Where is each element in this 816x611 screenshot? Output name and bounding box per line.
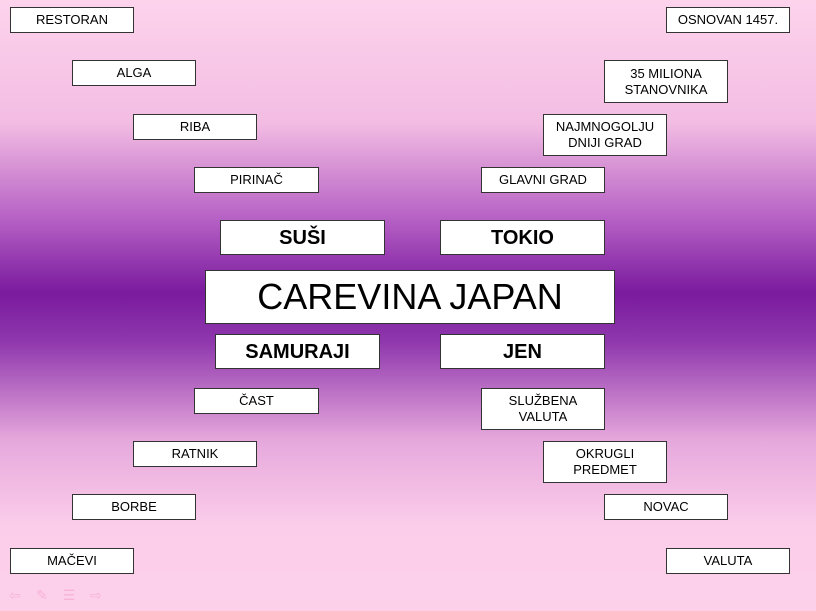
clue-cast[interactable]: ČAST bbox=[194, 388, 319, 414]
clue-alga[interactable]: ALGA bbox=[72, 60, 196, 86]
final-answer-title[interactable]: CAREVINA JAPAN bbox=[205, 270, 615, 324]
answer-susi[interactable]: SUŠI bbox=[220, 220, 385, 255]
answer-jen[interactable]: JEN bbox=[440, 334, 605, 369]
previous-slide-icon[interactable]: ⇦ bbox=[9, 587, 21, 603]
clue-ratnik[interactable]: RATNIK bbox=[133, 441, 257, 467]
clue-sluzbena-valuta[interactable]: SLUŽBENA VALUTA bbox=[481, 388, 605, 430]
clue-osnovan[interactable]: OSNOVAN 1457. bbox=[666, 7, 790, 33]
clue-macevi[interactable]: MAČEVI bbox=[10, 548, 134, 574]
clue-stanovnika[interactable]: 35 MILIONA STANOVNIKA bbox=[604, 60, 728, 103]
menu-icon[interactable]: ☰ bbox=[62, 587, 76, 603]
clue-okrugli-predmet[interactable]: OKRUGLI PREDMET bbox=[543, 441, 667, 483]
clue-borbe[interactable]: BORBE bbox=[72, 494, 196, 520]
clue-valuta[interactable]: VALUTA bbox=[666, 548, 790, 574]
clue-najmnogoljudniji[interactable]: NAJMNOGOLJU DNIJI GRAD bbox=[543, 114, 667, 156]
answer-samuraji[interactable]: SAMURAJI bbox=[215, 334, 380, 369]
clue-novac[interactable]: NOVAC bbox=[604, 494, 728, 520]
clue-pirinac[interactable]: PIRINAČ bbox=[194, 167, 319, 193]
clue-riba[interactable]: RIBA bbox=[133, 114, 257, 140]
answer-tokio[interactable]: TOKIO bbox=[440, 220, 605, 255]
clue-glavni-grad[interactable]: GLAVNI GRAD bbox=[481, 167, 605, 193]
clue-restoran[interactable]: RESTORAN bbox=[10, 7, 134, 33]
pen-icon[interactable]: ✎ bbox=[36, 587, 48, 603]
next-slide-icon[interactable]: ⇨ bbox=[90, 587, 102, 603]
